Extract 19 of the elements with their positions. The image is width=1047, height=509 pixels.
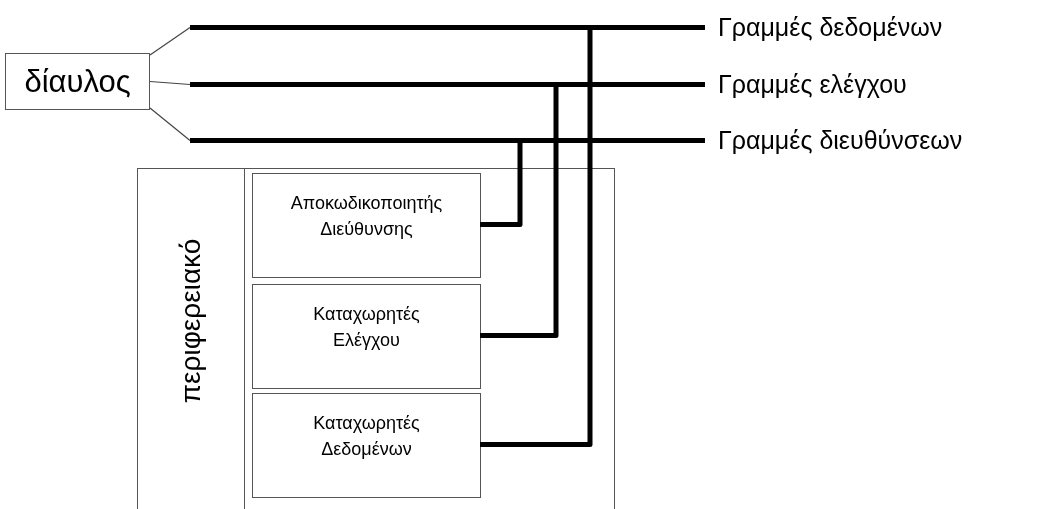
bus-branch-line [149, 26, 191, 56]
peripheral-box [137, 168, 615, 509]
bus-branch-line [149, 107, 191, 142]
bus-line-label: Γραμμές δεδομένων [718, 14, 943, 40]
bus-connection [480, 143, 523, 227]
bus-title: δίαυλος [24, 66, 131, 97]
vertical-title: περιφερειακό [177, 238, 205, 404]
component-box [252, 284, 481, 389]
bus-box [5, 53, 150, 110]
bus-connection [480, 30, 593, 447]
bus-line-label: Γραμμές ελέγχου [718, 71, 907, 97]
component-label: Καταχωρητές Ελέγχου [312, 302, 421, 352]
bus-line-label: Γραμμές διευθύνσεων [718, 127, 963, 153]
component-label: Καταχωρητές Δεδομένων [312, 411, 421, 461]
component-label: Αποκωδικοποιητής Διεύθυνσης [289, 191, 444, 241]
component-box [252, 393, 481, 498]
bus-connection [480, 87, 559, 338]
bus-branch-line [149, 80, 191, 86]
component-box [252, 173, 481, 278]
